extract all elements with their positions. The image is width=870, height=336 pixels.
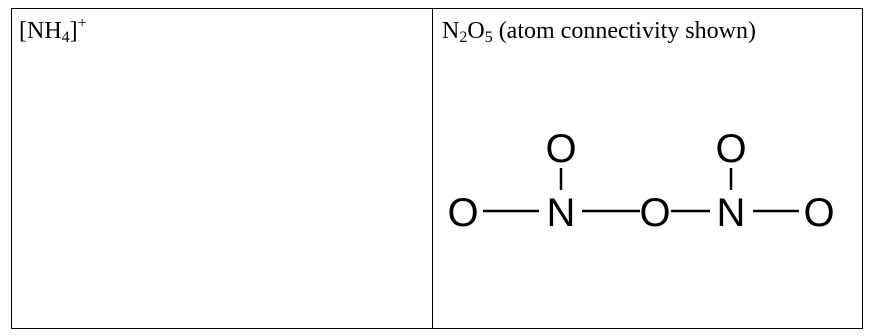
cell-ammonium: [NH4]+ [12,9,433,328]
caption-o: O [467,18,485,44]
ammonium-formula: [NH4]+ [19,15,87,48]
atom-n-left: N [547,191,576,235]
formula-subscript: 4 [61,29,70,46]
n2o5-caption: N2O5 (atom connectivity shown) [442,17,756,48]
caption-rest: (atom connectivity shown) [492,18,756,44]
atom-o-top-left: O [545,127,576,171]
caption-o-subscript: 5 [484,29,493,46]
table: [NH4]+ N2O5 (atom connectivity shown) O … [11,8,863,329]
caption-n-subscript: 2 [459,29,468,46]
formula-open: [NH [19,18,62,44]
atom-o-top-right: O [715,127,746,171]
atom-o-bridge: O [639,191,670,235]
formula-charge: + [77,15,87,32]
caption-n: N [442,18,460,44]
atom-n-right: N [717,191,746,235]
formula-close: ] [69,18,78,44]
atom-o-left: O [447,191,478,235]
cell-dinitrogen-pentoxide: N2O5 (atom connectivity shown) O O O N O… [433,9,862,328]
structure-diagram: O O O N O N O [447,127,834,235]
atom-o-right: O [803,191,834,235]
